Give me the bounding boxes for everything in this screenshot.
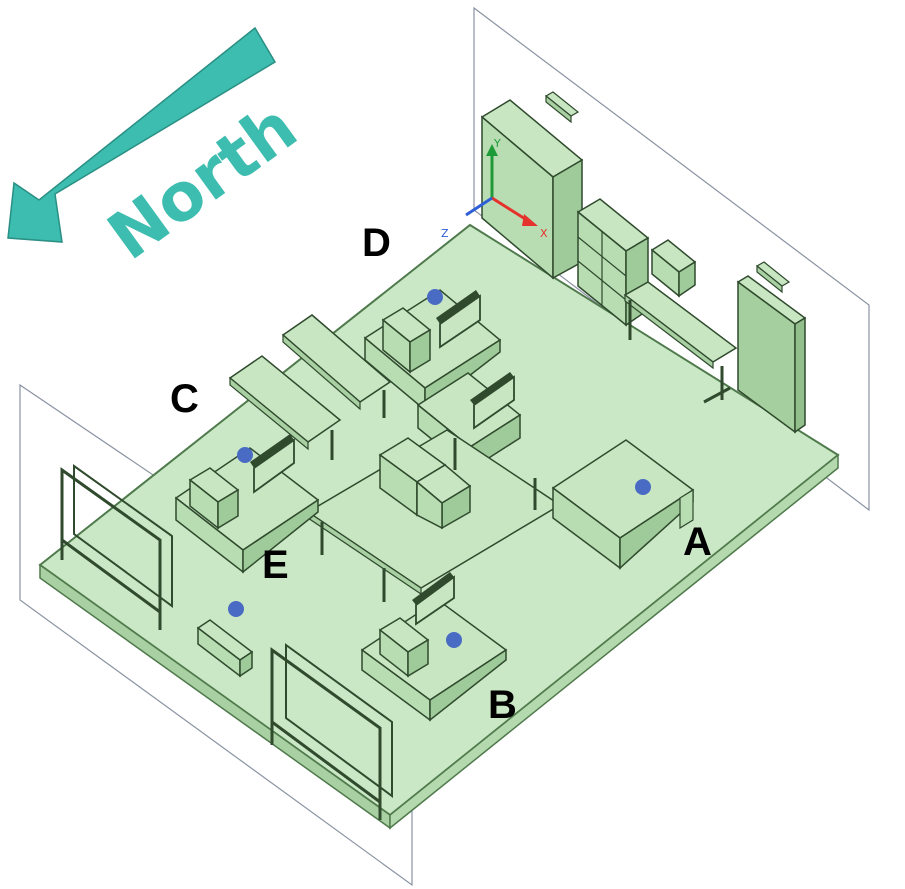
sensor-points [228, 289, 651, 648]
north-label: North [94, 88, 311, 275]
desk-a [551, 439, 695, 570]
workstation-d [281, 289, 502, 418]
sensor-dot-b [446, 632, 462, 648]
light-fixture [755, 261, 791, 294]
sensor-dot-a [635, 479, 651, 495]
north-indicator: North [7, 26, 312, 276]
axis-y-label: Y [493, 137, 501, 150]
side-table [623, 281, 738, 404]
window-frame-right [270, 643, 393, 820]
zone-label-e: E [262, 543, 289, 587]
sensor-dot-c [237, 447, 253, 463]
meeting-table [306, 429, 562, 602]
bench [196, 619, 254, 678]
shelving-unit [576, 198, 650, 327]
workstation-c [174, 355, 342, 574]
zone-label-b: B [488, 683, 517, 727]
storage-box [650, 239, 697, 298]
zone-label-d: D [362, 221, 391, 265]
sensor-dot-d [427, 289, 443, 305]
tall-cabinet [480, 99, 584, 280]
zone-label-a: A [683, 520, 712, 564]
arrow-left-down-icon [7, 26, 277, 243]
back-wall-plane [473, 6, 870, 512]
light-fixture [544, 91, 580, 124]
axis-z-label: Z [441, 227, 449, 240]
axis-x-label: X [540, 227, 548, 240]
sensor-dot-e [228, 601, 244, 617]
axis-gizmo: Y X Z [441, 137, 548, 240]
door-panel [736, 275, 807, 434]
zone-label-c: C [170, 377, 199, 421]
window-frame-left [60, 464, 173, 630]
workstation-b [360, 572, 508, 722]
